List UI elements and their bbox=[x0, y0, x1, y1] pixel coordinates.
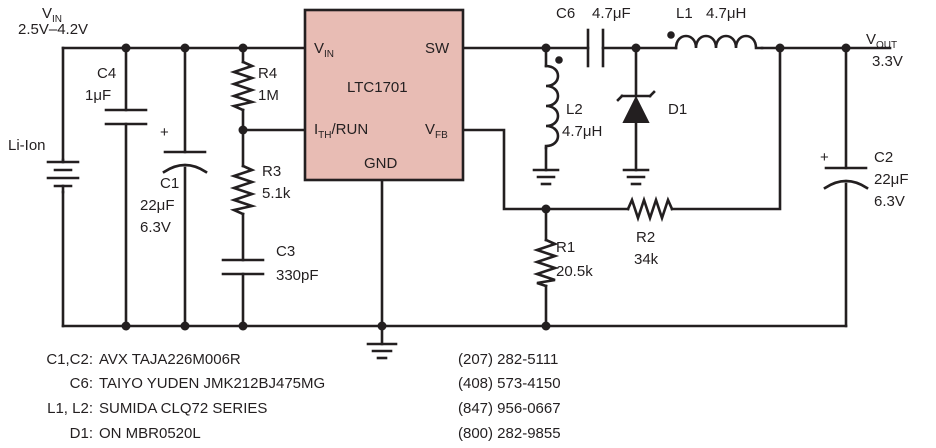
polarity-mark: + bbox=[820, 149, 829, 166]
c1-value: 22μF bbox=[140, 197, 175, 214]
r3-value: 5.1k bbox=[262, 185, 291, 202]
c3-value: 330pF bbox=[276, 267, 319, 284]
junctions bbox=[121, 43, 851, 331]
parts-list: C1,C2: AVX TAJA226M006R (207) 282-5111 C… bbox=[46, 351, 560, 442]
junction-dot bbox=[377, 321, 387, 331]
l2-name: L2 bbox=[566, 101, 583, 118]
c2-rating: 6.3V bbox=[874, 193, 905, 210]
parts-part: ON MBR0520L bbox=[99, 425, 201, 442]
parts-phone: (207) 282-5111 bbox=[458, 351, 558, 368]
labels: VIN 2.5V–4.2V VOUT 3.3V Li-Ion C4 1μF C1… bbox=[8, 5, 909, 284]
c6-name: C6 bbox=[556, 5, 575, 22]
r4-name: R4 bbox=[258, 65, 277, 82]
capacitor-c2: + bbox=[820, 149, 869, 190]
junction-dot bbox=[238, 125, 248, 135]
parts-ref: C1,C2: bbox=[46, 351, 93, 368]
parts-part: SUMIDA CLQ72 SERIES bbox=[99, 400, 267, 417]
capacitor-c4 bbox=[104, 108, 148, 126]
parts-ref: L1, L2: bbox=[47, 400, 93, 417]
junction-dot bbox=[121, 321, 131, 331]
vout-value: 3.3V bbox=[872, 53, 903, 70]
parts-ref: C6: bbox=[70, 375, 93, 392]
parts-phone: (847) 956-0667 bbox=[458, 400, 561, 417]
pin-gnd-label: GND bbox=[364, 155, 398, 172]
l2-value: 4.7μH bbox=[562, 123, 602, 140]
inductor-l1 bbox=[667, 31, 764, 50]
junction-dot bbox=[541, 43, 551, 53]
junction-dot bbox=[238, 43, 248, 53]
parts-phone: (408) 573-4150 bbox=[458, 375, 561, 392]
polarity-dot bbox=[555, 56, 563, 64]
c2-name: C2 bbox=[874, 149, 893, 166]
junction-dot bbox=[238, 321, 248, 331]
r2-name: R2 bbox=[636, 229, 655, 246]
junction-dot bbox=[180, 43, 190, 53]
parts-row: C1,C2: AVX TAJA226M006R (207) 282-5111 bbox=[46, 351, 558, 368]
parts-row: D1: ON MBR0520L (800) 282-9855 bbox=[70, 425, 561, 442]
r4-value: 1M bbox=[258, 87, 279, 104]
inductor-l2 bbox=[544, 56, 563, 150]
c6-value: 4.7μF bbox=[592, 5, 631, 22]
vout-label: VOUT bbox=[866, 31, 897, 51]
polarity-mark: + bbox=[160, 124, 169, 141]
c1-name: C1 bbox=[160, 175, 179, 192]
c3-name: C3 bbox=[276, 243, 295, 260]
pin-sw-label: SW bbox=[425, 40, 450, 57]
d1-name: D1 bbox=[668, 101, 687, 118]
r2-value: 34k bbox=[634, 251, 659, 268]
resistor-r2 bbox=[626, 195, 674, 223]
c4-name: C4 bbox=[97, 65, 116, 82]
capacitor-c3 bbox=[221, 258, 265, 276]
c1-rating: 6.3V bbox=[140, 219, 171, 236]
ic-name: LTC1701 bbox=[347, 79, 408, 96]
parts-row: L1, L2: SUMIDA CLQ72 SERIES (847) 956-06… bbox=[47, 400, 560, 417]
pin-vfb-label: VFB bbox=[425, 121, 448, 141]
battery-label: Li-Ion bbox=[8, 137, 46, 154]
junction-dot bbox=[121, 43, 131, 53]
capacitor-c6 bbox=[586, 28, 605, 68]
c4-value: 1μF bbox=[85, 87, 111, 104]
resistor-r4 bbox=[229, 60, 257, 112]
polarity-dot bbox=[667, 31, 675, 39]
resistor-r1 bbox=[532, 238, 560, 288]
parts-part: AVX TAJA226M006R bbox=[99, 351, 241, 368]
junction-dot bbox=[180, 321, 190, 331]
c2-value: 22μF bbox=[874, 171, 909, 188]
parts-part: TAIYO YUDEN JMK212BJ475MG bbox=[99, 375, 325, 392]
r3-name: R3 bbox=[262, 163, 281, 180]
junction-dot bbox=[541, 321, 551, 331]
ground-symbol-l2 bbox=[532, 168, 560, 186]
l1-value: 4.7μH bbox=[706, 5, 746, 22]
ic-ltc1701: LTC1701 VIN SW ITH/RUN VFB GND bbox=[303, 8, 465, 182]
ground-symbol-d1 bbox=[622, 168, 650, 186]
junction-dot bbox=[841, 43, 851, 53]
ground-symbol-main bbox=[366, 342, 398, 360]
capacitor-c1: + bbox=[160, 124, 208, 174]
resistor-r3 bbox=[229, 164, 257, 216]
parts-phone: (800) 282-9855 bbox=[458, 425, 561, 442]
ic-body bbox=[303, 8, 465, 182]
pin-ith-label: ITH/RUN bbox=[314, 121, 368, 141]
junction-dot bbox=[541, 204, 551, 214]
battery-symbol bbox=[46, 158, 80, 194]
l1-name: L1 bbox=[676, 5, 693, 22]
parts-row: C6: TAIYO YUDEN JMK212BJ475MG (408) 573-… bbox=[70, 375, 561, 392]
junction-dot bbox=[631, 43, 641, 53]
parts-ref: D1: bbox=[70, 425, 93, 442]
wires bbox=[61, 46, 892, 346]
pin-vin-label: VIN bbox=[314, 40, 334, 60]
r1-value: 20.5k bbox=[556, 263, 593, 280]
vin-label: VIN bbox=[42, 5, 62, 25]
diode-d1 bbox=[616, 90, 656, 123]
vin-range: 2.5V–4.2V bbox=[18, 21, 88, 38]
r1-name: R1 bbox=[556, 239, 575, 256]
junction-dot bbox=[775, 43, 785, 53]
